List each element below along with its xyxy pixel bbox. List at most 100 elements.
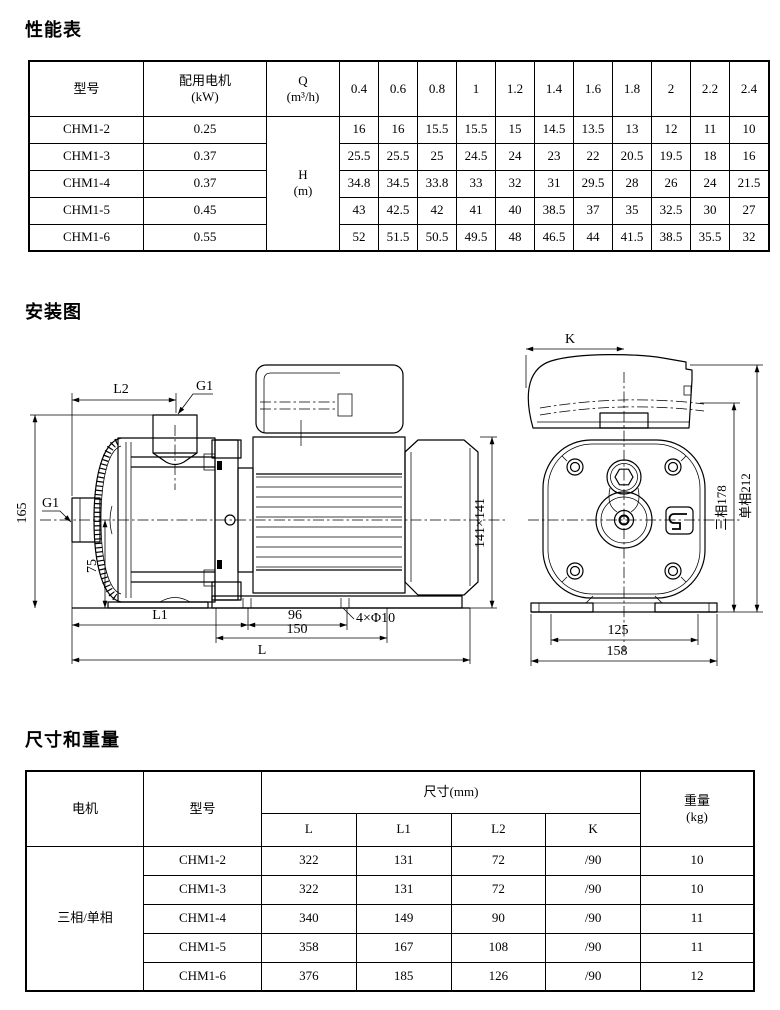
dim-col-weight-line2: (kg) <box>686 808 708 824</box>
dim-label-single-phase: 单相212 <box>738 473 753 519</box>
perf-head-value-cell: 27 <box>729 196 770 225</box>
dim-l-cell: 322 <box>261 874 357 905</box>
dim-label-75: 75 <box>85 559 100 573</box>
dim-weight-cell: 10 <box>640 845 755 876</box>
dim-label-l1: L1 <box>152 608 168 623</box>
perf-head-value-cell: 48 <box>495 223 535 252</box>
perf-head-value-cell: 38.5 <box>651 223 691 252</box>
perf-head-value-cell: 49.5 <box>456 223 496 252</box>
dim-weight-cell: 11 <box>640 903 755 934</box>
perf-head-value-cell: 15.5 <box>417 115 457 144</box>
dim-l2-cell: 90 <box>450 903 547 934</box>
dim-l2-cell: 108 <box>450 932 547 963</box>
perf-head-value-cell: 46.5 <box>534 223 574 252</box>
perf-head-value-cell: 41 <box>456 196 496 225</box>
perf-head-value-cell: 28 <box>612 169 652 198</box>
section-title-installation: 安装图 <box>25 302 82 322</box>
perf-head-value-cell: 30 <box>690 196 730 225</box>
dim-label-k: K <box>565 332 575 347</box>
perf-head-value-cell: 12 <box>651 115 691 144</box>
perf-head-value-cell: 24.5 <box>456 142 496 171</box>
dim-label-141x141: 141×141 <box>473 498 488 548</box>
section-title-dimensions: 尺寸和重量 <box>25 730 120 750</box>
perf-model-cell: CHM1-6 <box>28 223 144 252</box>
dim-model-cell: CHM1-6 <box>143 961 262 992</box>
perf-head-value-cell: 32.5 <box>651 196 691 225</box>
dim-label-l2: L2 <box>113 382 129 397</box>
perf-head-value-cell: 33.8 <box>417 169 457 198</box>
perf-model-cell: CHM1-3 <box>28 142 144 171</box>
perf-col-flow: 1.2 <box>495 60 535 117</box>
perf-head-value-cell: 31 <box>534 169 574 198</box>
perf-col-flow: 1 <box>456 60 496 117</box>
perf-head-value-cell: 25.5 <box>378 142 418 171</box>
perf-head-value-cell: 32 <box>495 169 535 198</box>
perf-head-value-cell: 22 <box>573 142 613 171</box>
dim-label-bolt-holes: 4×Φ10 <box>356 611 395 626</box>
dim-label-165: 165 <box>15 503 30 524</box>
perf-h-unit-cell: H(m) <box>266 115 340 252</box>
perf-head-value-cell: 26 <box>651 169 691 198</box>
perf-head-value-cell: 21.5 <box>729 169 770 198</box>
perf-col-flow: 0.6 <box>378 60 418 117</box>
dim-l2-cell: 72 <box>450 874 547 905</box>
perf-col-motor-line1: 配用电机 <box>178 72 231 88</box>
perf-col-flow: 2.2 <box>690 60 730 117</box>
perf-head-value-cell: 14.5 <box>534 115 574 144</box>
dim-label-158: 158 <box>607 644 628 659</box>
dim-l-cell: 358 <box>261 932 357 963</box>
dim-model-cell: CHM1-5 <box>143 932 262 963</box>
perf-head-value-cell: 35 <box>612 196 652 225</box>
perf-col-q: Q (m³/h) <box>266 60 340 117</box>
dim-motor-type-cell: 三相/单相 <box>25 845 144 992</box>
dim-col-size-group: 尺寸(mm) <box>261 770 641 814</box>
dim-l1-cell: 131 <box>355 845 452 876</box>
perf-head-value-cell: 10 <box>729 115 770 144</box>
perf-col-flow: 2.4 <box>729 60 770 117</box>
perf-col-q-line2: (m³/h) <box>286 88 320 104</box>
perf-head-value-cell: 16 <box>378 115 418 144</box>
pump-end-view <box>527 354 740 652</box>
dim-k-cell: /90 <box>545 874 641 905</box>
perf-col-flow: 1.4 <box>534 60 574 117</box>
dim-l1-cell: 131 <box>355 874 452 905</box>
perf-head-value-cell: 42 <box>417 196 457 225</box>
perf-head-value-cell: 44 <box>573 223 613 252</box>
perf-col-motor-line2: (kW) <box>191 88 219 104</box>
perf-col-flow: 1.8 <box>612 60 652 117</box>
perf-head-value-cell: 18 <box>690 142 730 171</box>
dim-weight-cell: 12 <box>640 961 755 992</box>
perf-h-line1: H <box>298 167 308 182</box>
dim-l2-cell: 72 <box>450 845 547 876</box>
dim-weight-cell: 11 <box>640 932 755 963</box>
dim-weight-cell: 10 <box>640 874 755 905</box>
perf-col-flow: 2 <box>651 60 691 117</box>
dim-col-l2: L2 <box>450 812 547 847</box>
perf-head-value-cell: 13.5 <box>573 115 613 144</box>
perf-power-cell: 0.45 <box>143 196 267 225</box>
perf-head-value-cell: 16 <box>729 142 770 171</box>
perf-col-flow: 0.8 <box>417 60 457 117</box>
perf-head-value-cell: 35.5 <box>690 223 730 252</box>
dim-label-96: 96 <box>288 608 302 623</box>
dim-model-cell: CHM1-2 <box>143 845 262 876</box>
dim-model-cell: CHM1-4 <box>143 903 262 934</box>
perf-col-q-line1: Q <box>298 72 308 88</box>
perf-col-flow: 1.6 <box>573 60 613 117</box>
perf-col-model: 型号 <box>28 60 144 117</box>
dim-model-cell: CHM1-3 <box>143 874 262 905</box>
end-view-dimensions: K 125 158 三相178 单相212 <box>525 332 763 666</box>
perf-head-value-cell: 19.5 <box>651 142 691 171</box>
perf-head-value-cell: 13 <box>612 115 652 144</box>
